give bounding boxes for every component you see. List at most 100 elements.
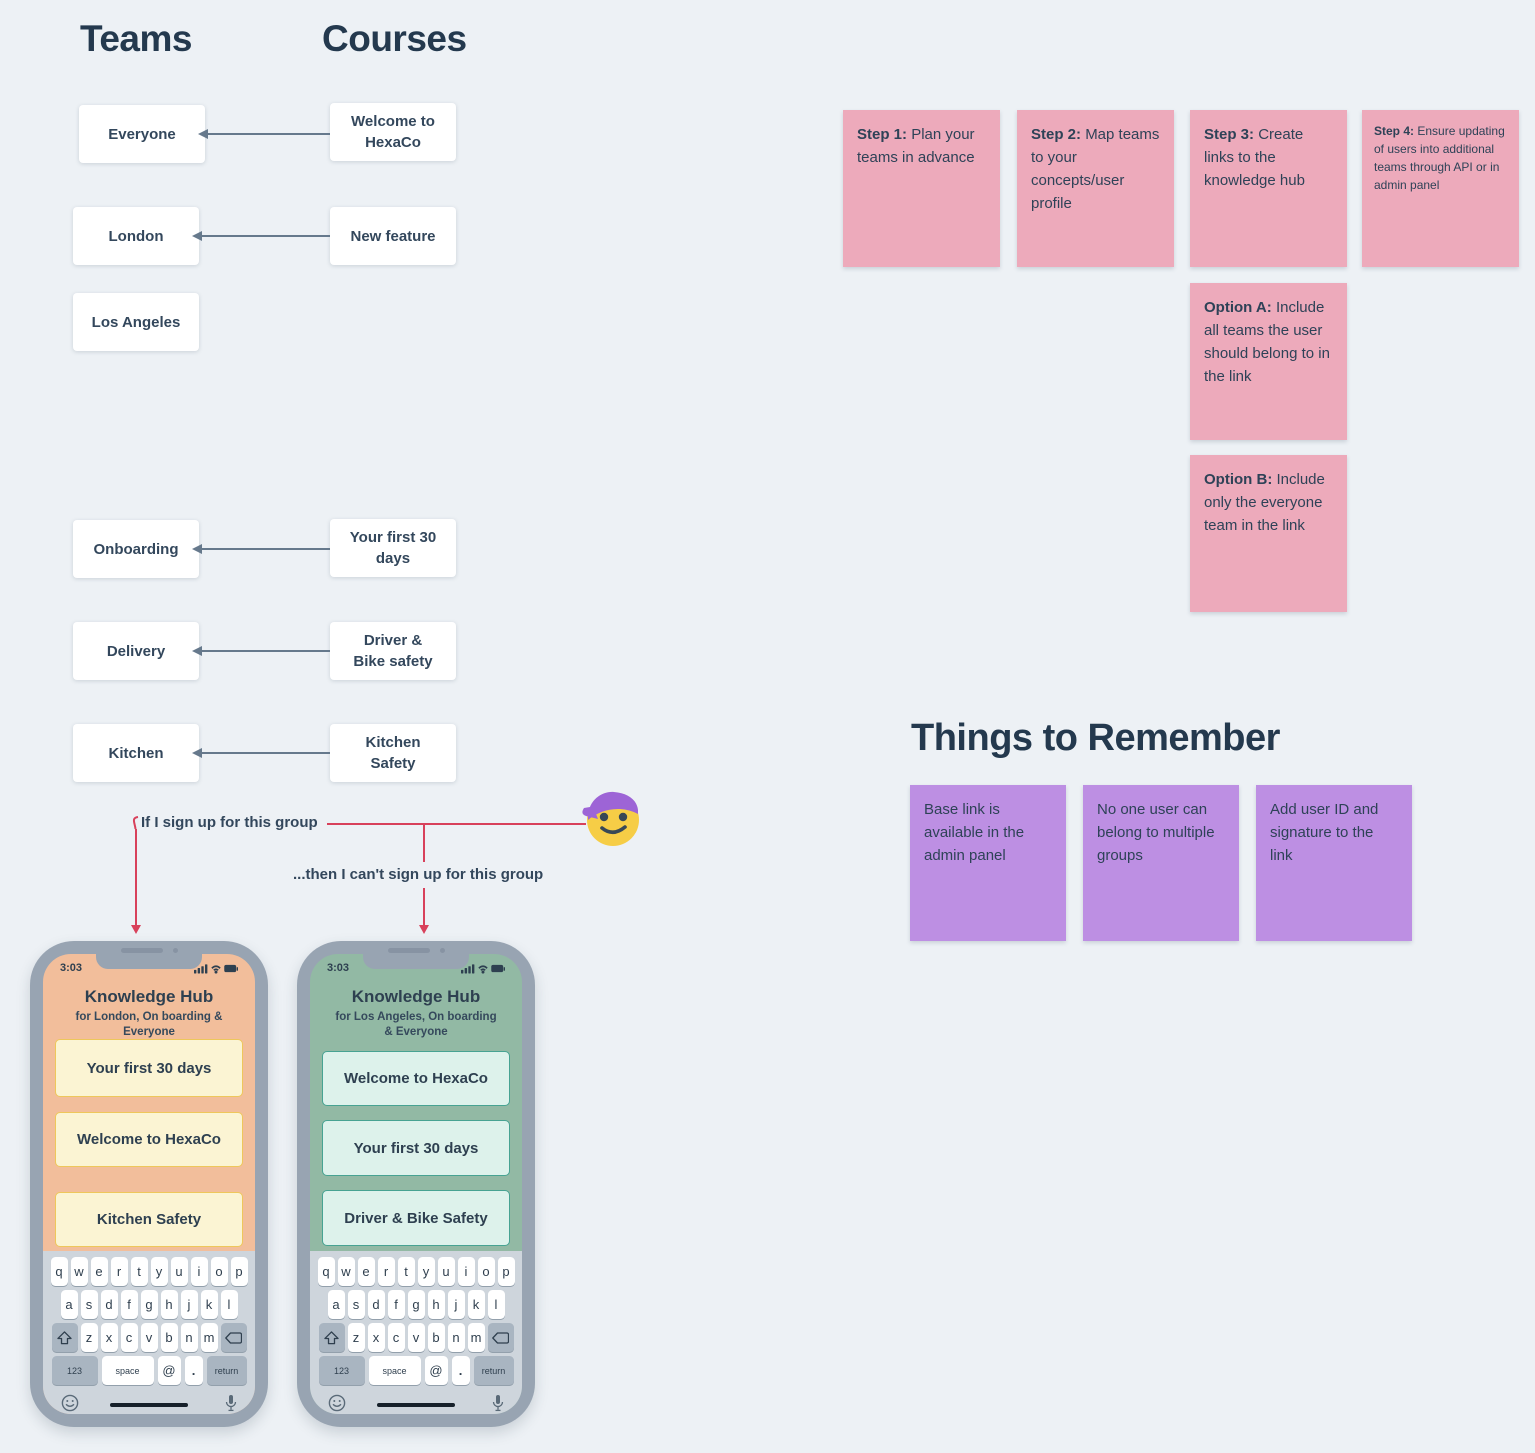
keyboard-key[interactable]: c	[120, 1323, 138, 1352]
keyboard-key[interactable]: p	[497, 1257, 515, 1286]
phone-2-screen: 3:03 Knowledge Hub for Los Angeles, On b…	[310, 954, 522, 1414]
keyboard-key[interactable]: q	[317, 1257, 335, 1286]
sticky-note-step-4[interactable]: Step 4: Ensure updating of users into ad…	[1362, 110, 1519, 267]
keyboard-key[interactable]: l	[487, 1290, 505, 1319]
course-card-welcome-to-hexaco[interactable]: Welcome to HexaCo	[330, 103, 456, 161]
at-key[interactable]: @	[424, 1356, 448, 1385]
keyboard-key[interactable]: t	[397, 1257, 415, 1286]
backspace-key[interactable]	[220, 1323, 247, 1352]
keyboard-key[interactable]: b	[427, 1323, 445, 1352]
keyboard-key[interactable]: r	[110, 1257, 128, 1286]
keyboard-key[interactable]: n	[447, 1323, 465, 1352]
step-1-text: Plan your teams in advance	[857, 126, 975, 166]
dictation-mic-icon[interactable]	[225, 1394, 237, 1412]
period-key[interactable]: .	[184, 1356, 203, 1385]
keyboard-key[interactable]: w	[70, 1257, 88, 1286]
keyboard-key[interactable]: k	[467, 1290, 485, 1319]
keyboard-key[interactable]: d	[367, 1290, 385, 1319]
course-card-kitchen-safety[interactable]: Kitchen Safety	[330, 724, 456, 782]
keyboard-key[interactable]: t	[130, 1257, 148, 1286]
keyboard-key[interactable]: i	[457, 1257, 475, 1286]
keyboard-key[interactable]: r	[377, 1257, 395, 1286]
keyboard-key[interactable]: e	[90, 1257, 108, 1286]
keyboard-key[interactable]: j	[180, 1290, 198, 1319]
return-key[interactable]: return	[206, 1356, 247, 1385]
keyboard-key[interactable]: s	[80, 1290, 98, 1319]
keyboard-key[interactable]: u	[170, 1257, 188, 1286]
space-key[interactable]: space	[368, 1356, 421, 1385]
sticky-note-step-1[interactable]: Step 1: Plan your teams in advance	[843, 110, 1000, 267]
team-card-onboarding[interactable]: Onboarding	[73, 520, 199, 578]
keyboard-key[interactable]: o	[210, 1257, 228, 1286]
keyboard-key[interactable]: n	[180, 1323, 198, 1352]
keyboard-key[interactable]: a	[327, 1290, 345, 1319]
keyboard-key[interactable]: d	[100, 1290, 118, 1319]
keyboard-key[interactable]: a	[60, 1290, 78, 1319]
keyboard-key[interactable]: j	[447, 1290, 465, 1319]
keyboard-key[interactable]: y	[150, 1257, 168, 1286]
course-card-new-feature[interactable]: New feature	[330, 207, 456, 265]
period-key[interactable]: .	[451, 1356, 470, 1385]
team-card-everyone[interactable]: Everyone	[79, 105, 205, 163]
keyboard-key[interactable]: v	[407, 1323, 425, 1352]
keyboard-key[interactable]: k	[200, 1290, 218, 1319]
keyboard-key[interactable]: g	[140, 1290, 158, 1319]
keyboard-key[interactable]: l	[220, 1290, 238, 1319]
keyboard-key[interactable]: c	[387, 1323, 405, 1352]
emoji-key-icon[interactable]	[328, 1394, 346, 1412]
sticky-note-no-multiple-groups[interactable]: No one user can belong to multiple group…	[1083, 785, 1239, 941]
keyboard-key[interactable]: z	[347, 1323, 365, 1352]
keyboard-key[interactable]: f	[387, 1290, 405, 1319]
keyboard-key[interactable]: x	[100, 1323, 118, 1352]
shift-key[interactable]	[51, 1323, 78, 1352]
keyboard-key[interactable]: h	[427, 1290, 445, 1319]
sticky-note-base-link[interactable]: Base link is available in the admin pane…	[910, 785, 1066, 941]
phone-2-course-button-1[interactable]: Welcome to HexaCo	[322, 1051, 510, 1106]
emoji-key-icon[interactable]	[61, 1394, 79, 1412]
keyboard-key[interactable]: v	[140, 1323, 158, 1352]
keyboard-key[interactable]: m	[200, 1323, 218, 1352]
keyboard-key[interactable]: f	[120, 1290, 138, 1319]
keyboard-key[interactable]: w	[337, 1257, 355, 1286]
keyboard-key[interactable]: x	[367, 1323, 385, 1352]
space-key[interactable]: space	[101, 1356, 154, 1385]
backspace-key[interactable]	[487, 1323, 514, 1352]
team-card-delivery[interactable]: Delivery	[73, 622, 199, 680]
phone-2-status-bar: 3:03	[310, 962, 522, 974]
course-card-driver-bike-safety[interactable]: Driver & Bike safety	[330, 622, 456, 680]
sticky-note-option-b[interactable]: Option B: Include only the everyone team…	[1190, 455, 1347, 612]
keyboard-key[interactable]: z	[80, 1323, 98, 1352]
phone-1-course-button-3[interactable]: Kitchen Safety	[55, 1192, 243, 1247]
team-card-los-angeles[interactable]: Los Angeles	[73, 293, 199, 351]
team-card-kitchen[interactable]: Kitchen	[73, 724, 199, 782]
return-key[interactable]: return	[473, 1356, 514, 1385]
keyboard-key[interactable]: y	[417, 1257, 435, 1286]
sticky-note-option-a[interactable]: Option A: Include all teams the user sho…	[1190, 283, 1347, 440]
sticky-note-user-id-signature[interactable]: Add user ID and signature to the link	[1256, 785, 1412, 941]
sticky-note-step-2[interactable]: Step 2: Map teams to your concepts/user …	[1017, 110, 1174, 267]
keyboard-key[interactable]: h	[160, 1290, 178, 1319]
numbers-key[interactable]: 123	[51, 1356, 98, 1385]
numbers-key[interactable]: 123	[318, 1356, 365, 1385]
keyboard-key[interactable]: p	[230, 1257, 248, 1286]
keyboard-key[interactable]: g	[407, 1290, 425, 1319]
course-card-first-30-days[interactable]: Your first 30 days	[330, 519, 456, 577]
keyboard-key[interactable]: m	[467, 1323, 485, 1352]
phone-2-course-button-2[interactable]: Your first 30 days	[322, 1120, 510, 1176]
at-key[interactable]: @	[157, 1356, 181, 1385]
keyboard-key[interactable]: u	[437, 1257, 455, 1286]
keyboard-key[interactable]: s	[347, 1290, 365, 1319]
keyboard-key[interactable]: e	[357, 1257, 375, 1286]
keyboard-key[interactable]: b	[160, 1323, 178, 1352]
keyboard-key[interactable]: i	[190, 1257, 208, 1286]
keyboard-key[interactable]: o	[477, 1257, 495, 1286]
sticky-note-step-3[interactable]: Step 3: Create links to the knowledge hu…	[1190, 110, 1347, 267]
phone-1-course-button-2[interactable]: Welcome to HexaCo	[55, 1112, 243, 1167]
dictation-mic-icon[interactable]	[492, 1394, 504, 1412]
phone-2-course-button-3[interactable]: Driver & Bike Safety	[322, 1190, 510, 1246]
shift-key[interactable]	[318, 1323, 345, 1352]
phone-1-course-button-1[interactable]: Your first 30 days	[55, 1039, 243, 1097]
team-card-london[interactable]: London	[73, 207, 199, 265]
keyboard-key[interactable]: q	[50, 1257, 68, 1286]
